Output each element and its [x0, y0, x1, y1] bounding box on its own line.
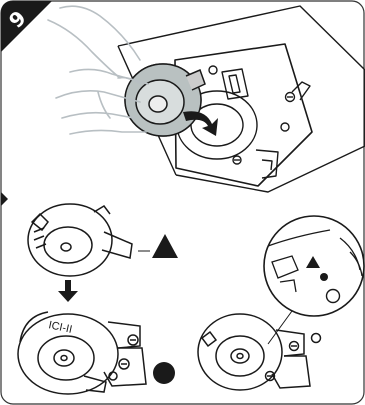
- zoom-circle: [264, 216, 364, 316]
- circle-marker-icon: [153, 362, 175, 384]
- small-circle-marker-icon: [327, 290, 340, 303]
- small-dot-marker-icon: [320, 273, 328, 281]
